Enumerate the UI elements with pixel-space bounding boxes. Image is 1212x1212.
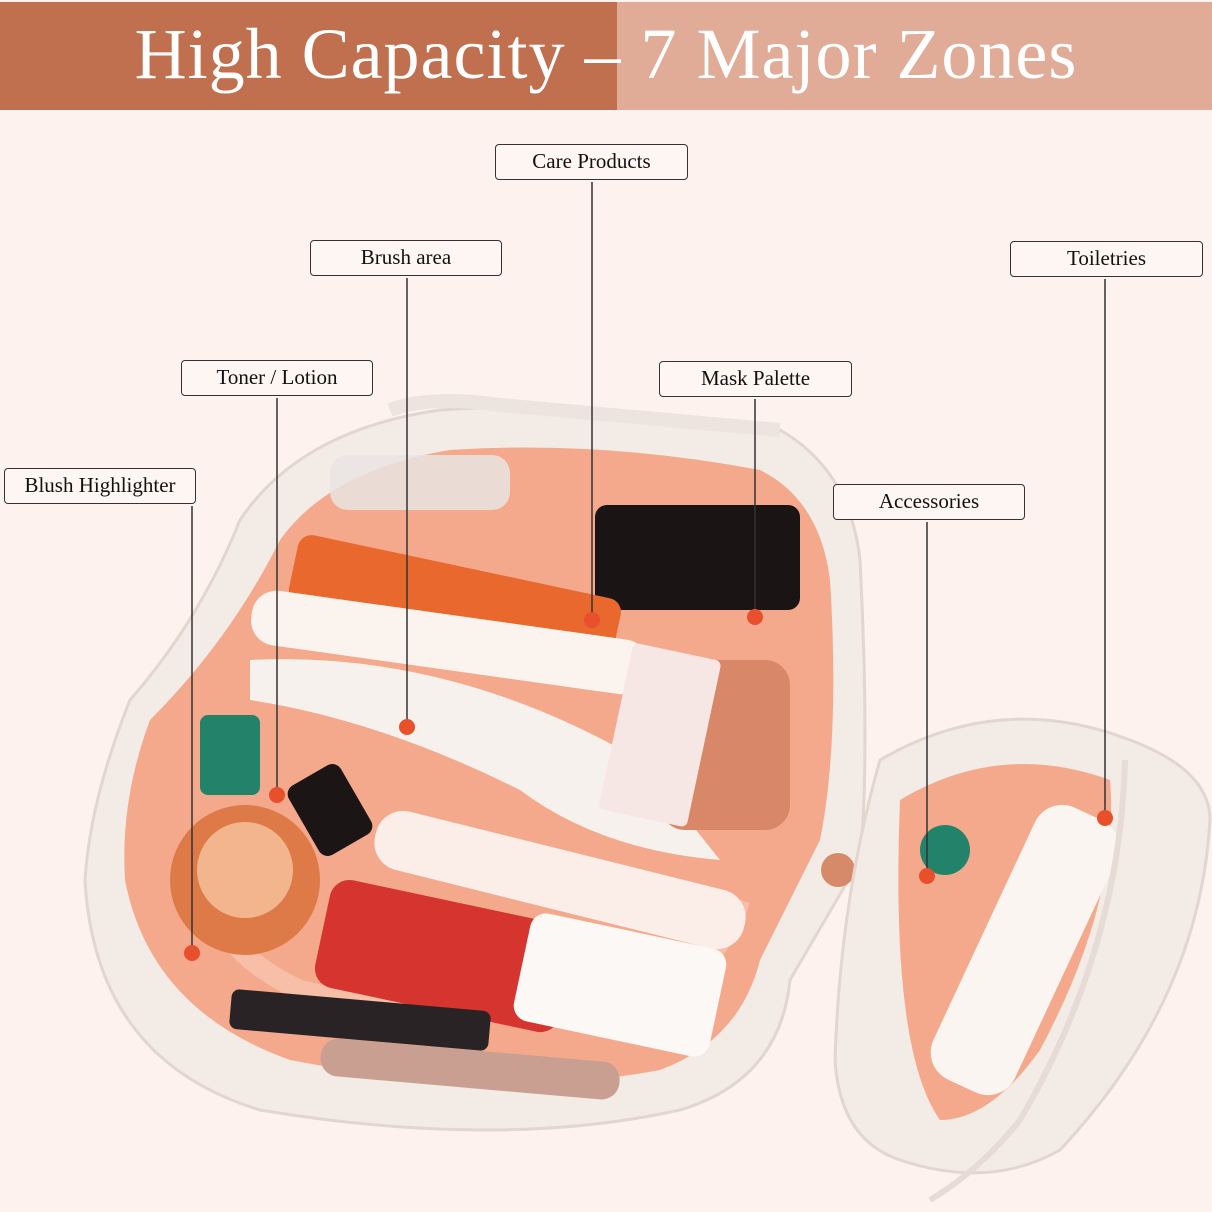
brush-area-marker	[399, 719, 415, 735]
header-banner: High Capacity – 7 Major Zones	[0, 2, 1212, 110]
blush-highlighter-marker	[184, 945, 200, 961]
label-blush-highlighter: Blush Highlighter	[4, 468, 196, 504]
toiletries-marker	[1097, 810, 1113, 826]
mask-palette-marker	[747, 609, 763, 625]
header-left-panel	[0, 2, 617, 110]
leader-lines	[191, 182, 1106, 953]
large-cosmetic-bag	[83, 394, 867, 1132]
page-title: High Capacity – 7 Major Zones	[134, 14, 1078, 94]
care-products-marker	[584, 612, 600, 628]
label-care-products: Care Products	[495, 144, 688, 180]
label-toner-lotion: Toner / Lotion	[181, 360, 373, 396]
toner-lotion-marker	[269, 787, 285, 803]
header-right-panel	[617, 2, 1212, 110]
label-mask-palette: Mask Palette	[659, 361, 852, 397]
accessories-marker	[919, 868, 935, 884]
label-accessories: Accessories	[833, 484, 1025, 520]
label-toiletries: Toiletries	[1010, 241, 1203, 277]
label-brush-area: Brush area	[310, 240, 502, 276]
small-cosmetic-bag	[833, 717, 1212, 1203]
